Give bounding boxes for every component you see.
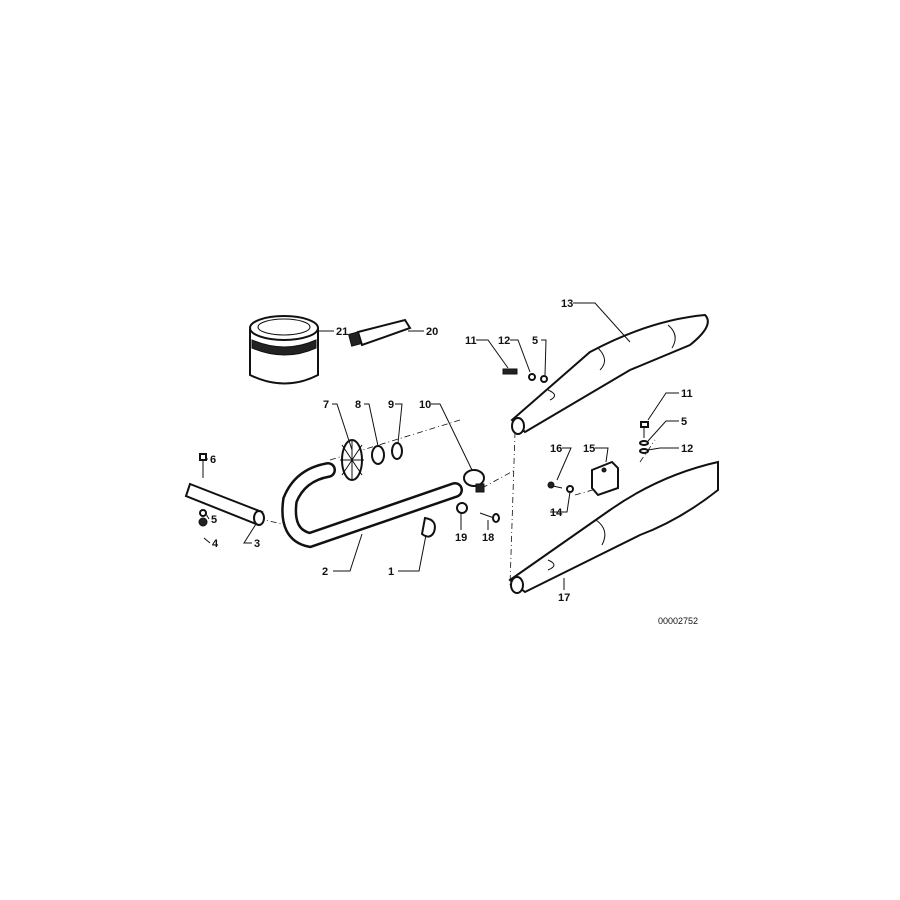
callout-7: 7: [323, 399, 329, 411]
callout-5-upper: 5: [532, 335, 538, 347]
callout-20: 20: [426, 326, 438, 338]
washer-5: [199, 509, 207, 517]
bracket-clip-1: [420, 516, 436, 538]
washer-14: [566, 485, 574, 493]
gasket-8: [371, 445, 385, 465]
callout-16: 16: [550, 443, 562, 455]
mounting-bracket-15: [591, 460, 619, 497]
washer-5-upper: [540, 375, 548, 383]
callout-4: 4: [212, 538, 219, 550]
nut-19: [456, 502, 468, 514]
callout-11-upper: 11: [465, 335, 477, 347]
callout-14: 14: [550, 507, 563, 519]
callout-9: 9: [388, 399, 394, 411]
clamp-10: [463, 469, 485, 493]
callout-15: 15: [583, 443, 595, 455]
callout-5-right: 5: [681, 416, 687, 428]
cooling-fin-ring: [340, 439, 364, 481]
bolt-6: [199, 453, 207, 478]
callout-3: 3: [254, 538, 260, 550]
callout-2: 2: [322, 566, 328, 578]
washer-12-right: [639, 448, 649, 454]
callout-18: 18: [482, 532, 494, 544]
bolt-11-right: [640, 421, 649, 438]
callout-17: 17: [558, 592, 570, 604]
washer-5-right: [639, 440, 649, 446]
callout-10: 10: [419, 399, 431, 411]
bolt-16: [547, 481, 563, 489]
leader-lines: [203, 302, 679, 590]
drawing-number: 00002752: [658, 616, 698, 626]
paste-tube: [348, 318, 412, 347]
washer-12-upper: [528, 373, 536, 381]
gasket-9: [391, 442, 403, 460]
callout-6: 6: [210, 454, 216, 466]
callout-12-right: 12: [681, 443, 693, 455]
muffler-lower: [508, 460, 719, 594]
sealing-compound-can: [249, 315, 319, 385]
callout-21: 21: [336, 326, 348, 338]
bolt-11-upper: [502, 368, 518, 375]
nut-4: [198, 517, 208, 527]
callout-11-right: 11: [681, 388, 693, 400]
callout-1: 1: [388, 566, 394, 578]
callout-8: 8: [355, 399, 361, 411]
connecting-pipe: [184, 482, 265, 526]
callout-12-upper: 12: [498, 335, 510, 347]
callout-5-left: 5: [211, 514, 217, 526]
muffler-upper: [510, 313, 709, 435]
callout-19: 19: [455, 532, 467, 544]
callout-13: 13: [561, 298, 573, 310]
bolt-18: [479, 512, 500, 523]
